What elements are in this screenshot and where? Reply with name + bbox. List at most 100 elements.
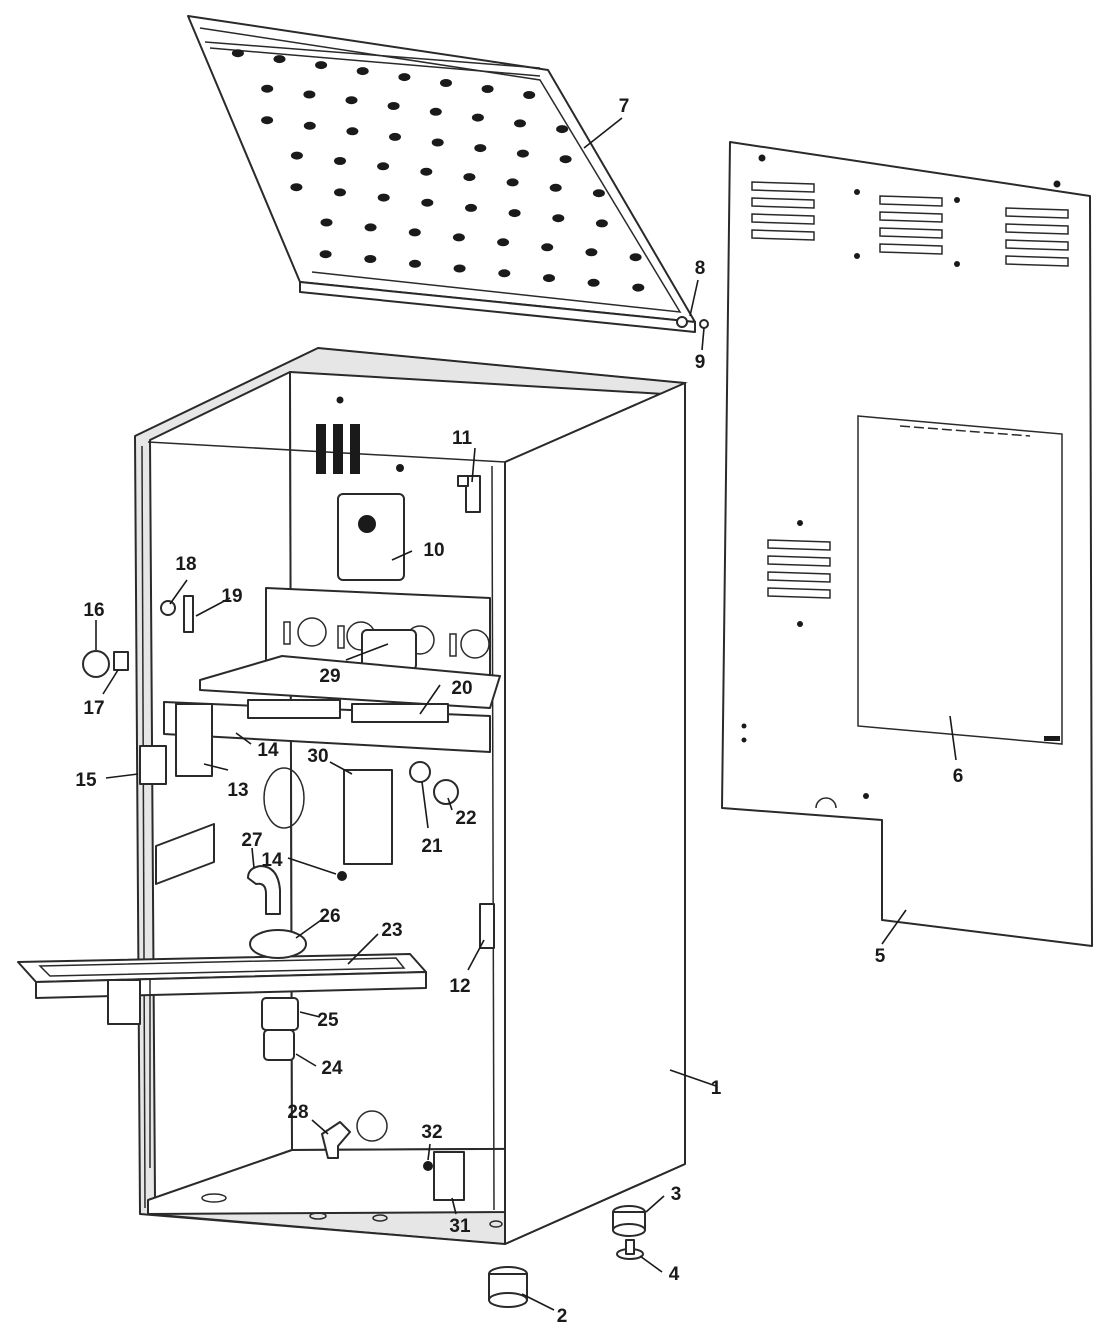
callout-18: 18	[175, 554, 196, 575]
callout-32: 32	[421, 1122, 442, 1143]
lid-hole	[421, 198, 434, 207]
lid-hole	[587, 278, 600, 287]
lid-hole	[345, 96, 358, 105]
callout-26: 26	[319, 906, 340, 927]
lid-hole	[541, 243, 554, 252]
lid-hole	[431, 138, 444, 147]
vent-slot	[767, 555, 831, 567]
lid-hole	[364, 255, 377, 263]
rear-panel	[721, 141, 1093, 947]
lid-hole	[273, 55, 286, 64]
callout-27: 27	[241, 830, 262, 851]
part-10-pressure-switch	[337, 493, 405, 581]
vent-slot	[1005, 223, 1069, 235]
part-2-foot	[488, 1266, 528, 1308]
part-17-clip	[113, 651, 129, 671]
lid-hole	[585, 248, 598, 257]
callout-13: 13	[227, 780, 248, 801]
part-27-elbow	[247, 865, 281, 915]
callout-16: 16	[83, 600, 104, 621]
lid-hole	[356, 67, 369, 76]
lid-hole	[303, 121, 316, 130]
callout-6: 6	[953, 766, 964, 787]
callout-20: 20	[451, 678, 472, 699]
cabinet	[134, 347, 688, 1245]
rear-panel-vents	[751, 181, 1069, 599]
lid-hole	[474, 144, 487, 153]
lid-hole	[629, 253, 642, 262]
lid-hole	[498, 269, 511, 278]
vent-slot	[751, 181, 815, 193]
callout-5: 5	[875, 946, 886, 967]
rating-plate-area	[857, 415, 1063, 745]
callout-labels: 1 2 3 4 5 6 7 8 9 10 11 12 13 14 14 15 1…	[75, 96, 963, 1327]
callout-30: 30	[307, 746, 328, 767]
lid-hole	[465, 203, 477, 212]
vent-slot	[879, 211, 943, 223]
part-12-hinge	[479, 903, 495, 949]
callout-19: 19	[221, 586, 242, 607]
callout-4: 4	[669, 1264, 680, 1285]
lid-hole	[377, 162, 390, 171]
lid-hole	[303, 90, 316, 99]
callout-12: 12	[449, 976, 470, 997]
lid-hole	[481, 85, 494, 93]
part-15-valve	[139, 745, 167, 785]
part-24-coupling	[263, 1029, 295, 1061]
part-26-gasket	[249, 929, 307, 959]
lid-hole	[429, 107, 442, 116]
lid-hole	[559, 155, 572, 164]
lid-hole	[315, 61, 328, 70]
leader-lines	[95, 117, 957, 1311]
lid-hole	[334, 157, 346, 165]
callout-10: 10	[423, 540, 444, 561]
part-4-foot-screw	[616, 1239, 644, 1260]
vent-slot	[751, 229, 815, 241]
part-18-screw	[160, 600, 176, 616]
lid-hole	[290, 151, 303, 160]
lid-hole	[334, 188, 346, 197]
callout-29: 29	[319, 666, 340, 687]
lid-hole	[632, 283, 645, 292]
lid-hole	[592, 189, 605, 198]
lid-hole	[261, 116, 274, 125]
callout-28: 28	[287, 1102, 308, 1123]
lid-hole	[408, 228, 421, 237]
lid-hole	[552, 214, 565, 223]
lid-hole	[364, 223, 377, 232]
callout-11: 11	[452, 428, 473, 449]
lid-hole	[290, 183, 303, 192]
vent-slot	[879, 243, 943, 255]
vent-slot	[879, 227, 943, 239]
part-9-pin	[699, 319, 709, 329]
lid-hole	[514, 119, 526, 128]
part-21-fitting	[409, 761, 431, 783]
lid-hole	[319, 250, 332, 259]
lid-hole	[377, 193, 390, 202]
lid-hole	[420, 167, 433, 176]
vent-slot	[1005, 207, 1069, 219]
vent-slot	[767, 587, 831, 599]
lid-hole	[453, 264, 466, 273]
lid-hole	[452, 233, 465, 242]
callout-24: 24	[321, 1058, 343, 1079]
callout-3: 3	[671, 1184, 682, 1205]
callout-14-lower: 14	[261, 850, 283, 871]
part-3-foot	[612, 1205, 646, 1237]
part-28-valve	[321, 1121, 351, 1159]
part-25-nipple	[261, 997, 299, 1031]
part-8-washer	[676, 316, 688, 328]
callout-17: 17	[83, 698, 104, 719]
lid-hole	[409, 259, 421, 268]
callout-15: 15	[75, 770, 97, 791]
vent-slot	[879, 195, 943, 207]
lid-hole	[516, 149, 529, 158]
part-14-screw-lower	[337, 871, 347, 881]
vent-slot	[767, 539, 831, 551]
callout-21: 21	[421, 836, 443, 857]
vent-slot	[1005, 239, 1069, 251]
lid-hole	[497, 238, 510, 247]
part-32-screw	[423, 1161, 433, 1171]
callout-1: 1	[711, 1078, 722, 1099]
